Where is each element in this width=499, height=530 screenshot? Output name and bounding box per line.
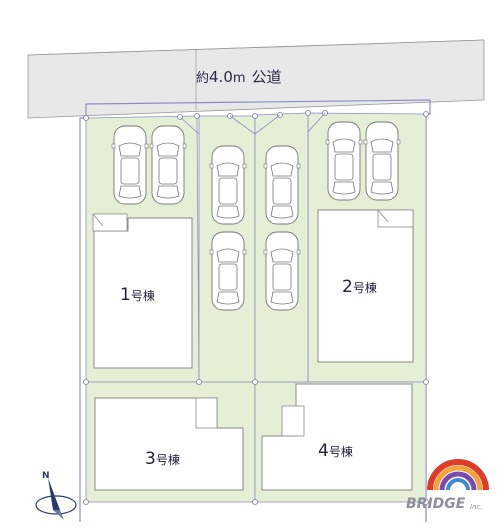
- logo-arc-orange-icon: [433, 465, 483, 491]
- road-edge-line: [27, 39, 485, 56]
- building-2: 2号棟: [317, 209, 414, 363]
- logo-arc-purple-icon: [439, 471, 477, 491]
- parked-car-icon: [149, 125, 187, 205]
- driveway-splay-lines: [179, 112, 326, 135]
- parked-car-icon: [363, 121, 401, 201]
- logo-arc-red-icon: [427, 459, 489, 491]
- parked-car-icon: [263, 231, 301, 311]
- building-2-entrance: [377, 209, 414, 228]
- building-4-label: 4号棟: [318, 441, 353, 461]
- logo-inc: Inc.: [470, 503, 483, 511]
- parked-car-icon: [263, 145, 301, 225]
- building-1-label: 1号棟: [120, 285, 155, 305]
- building-2-footprint: [317, 209, 414, 363]
- building-1-footprint: [93, 217, 193, 369]
- logo: BRIDGE Inc.: [406, 459, 489, 512]
- building-1-entrance: [92, 213, 128, 232]
- building-1: 1号棟: [92, 213, 193, 369]
- parked-car-icon: [209, 145, 247, 225]
- building-2-label: 2号棟: [342, 277, 377, 297]
- parked-car-icon: [209, 231, 247, 311]
- logo-brand: BRIDGE: [406, 496, 466, 512]
- compass-needle-tail-icon: [53, 510, 64, 520]
- building-2-entrance-diagonal: [377, 209, 389, 223]
- building-3: 3号棟: [94, 397, 244, 491]
- compass: N: [35, 471, 77, 520]
- building-3-label: 3号棟: [145, 449, 180, 469]
- building-3-entrance: [195, 397, 218, 429]
- parking-spaces: [111, 121, 401, 311]
- building-4: 4号棟: [261, 383, 413, 491]
- logo-arc-blue-icon: [446, 478, 470, 491]
- compass-north-label: N: [42, 471, 50, 481]
- compass-needle-icon: [48, 478, 60, 510]
- parked-car-icon: [325, 121, 363, 201]
- building-4-entrance: [281, 405, 305, 437]
- building-1-entrance-diagonal: [92, 213, 104, 227]
- parked-car-icon: [111, 125, 149, 205]
